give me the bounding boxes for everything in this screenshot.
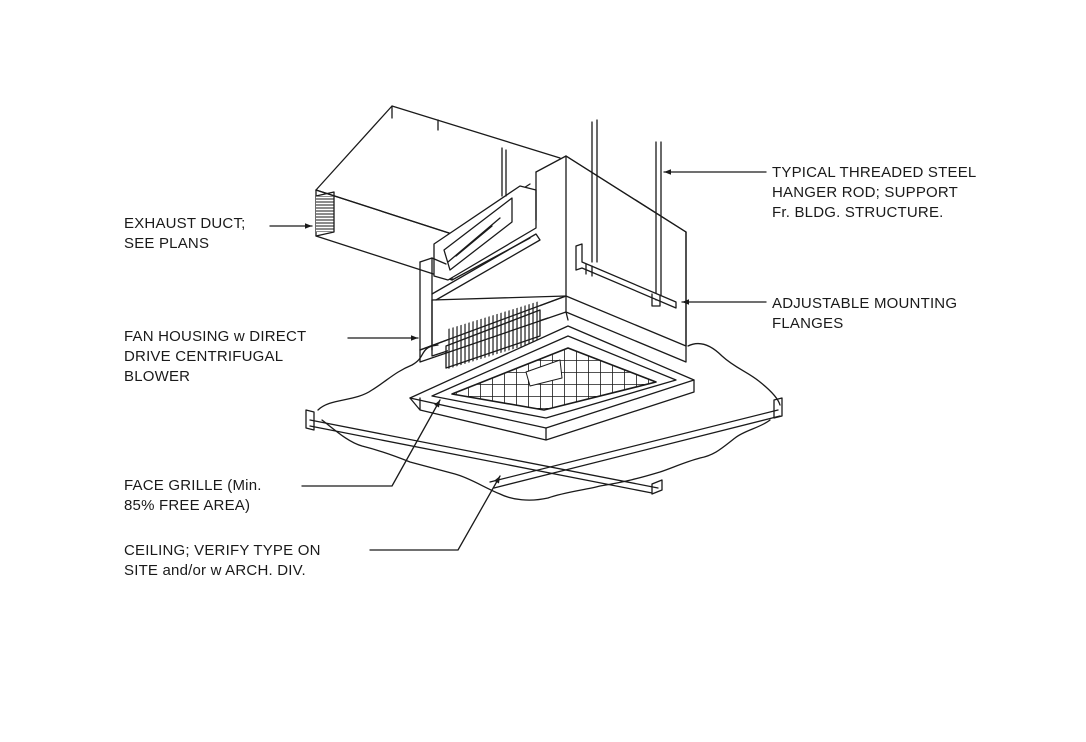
exhaust-duct-top <box>315 105 561 191</box>
label-hanger-rod: TYPICAL THREADED STEEL HANGER ROD; SUPPO… <box>772 163 976 223</box>
mounting-flange <box>575 243 677 309</box>
label-ceiling: CEILING; VERIFY TYPE ON SITE and/or w AR… <box>124 541 321 581</box>
tbar-end-bottom <box>651 479 663 495</box>
ceiling-tbar-a <box>309 419 659 494</box>
label-mounting-flanges: ADJUSTABLE MOUNTING FLANGES <box>772 294 957 334</box>
label-line: FAN HOUSING w DIRECT <box>124 328 307 345</box>
fan-housing-front-face <box>565 155 687 347</box>
face-grille-inner <box>431 335 677 419</box>
label-line: FACE GRILLE (Min. <box>124 477 262 494</box>
label-line: FLANGES <box>772 315 844 332</box>
blower-vents <box>448 300 540 370</box>
ceiling-outline <box>317 342 781 501</box>
fan-housing-top <box>535 155 687 233</box>
label-line: TYPICAL THREADED STEEL <box>772 164 977 181</box>
hanger-rod-2 <box>655 141 662 301</box>
label-fan-housing: FAN HOUSING w DIRECT DRIVE CENTRIFUGAL B… <box>124 327 306 387</box>
label-face-grille: FACE GRILLE (Min. 85% FREE AREA) <box>124 476 262 516</box>
duct-collar <box>433 185 537 281</box>
label-line: SEE PLANS <box>124 235 210 252</box>
label-line: ADJUSTABLE MOUNTING <box>772 295 958 312</box>
label-line: 85% FREE AREA) <box>124 497 251 514</box>
label-line: SITE and/or w ARCH. DIV. <box>124 562 306 579</box>
fan-housing-inner-top <box>431 233 541 301</box>
tbar-end-left <box>305 409 315 431</box>
duct-end-lines <box>316 196 334 232</box>
tbar-end-right <box>773 397 783 419</box>
label-line: CEILING; VERIFY TYPE ON <box>124 542 321 559</box>
leader-ceiling <box>369 475 501 551</box>
label-line: Fr. BLDG. STRUCTURE. <box>772 204 944 221</box>
ceiling-tbar-b <box>489 409 781 489</box>
leader-face-grille <box>301 399 441 487</box>
label-exhaust-duct: EXHAUST DUCT; SEE PLANS <box>124 214 246 254</box>
plenum-base <box>565 295 687 363</box>
label-line: BLOWER <box>124 368 191 385</box>
hanger-rod-1 <box>591 119 598 263</box>
duct-hanger-rod-2 <box>501 147 507 197</box>
label-line: EXHAUST DUCT; <box>124 215 246 232</box>
label-line: HANGER ROD; SUPPORT <box>772 184 959 201</box>
label-line: DRIVE CENTRIFUGAL <box>124 348 284 365</box>
